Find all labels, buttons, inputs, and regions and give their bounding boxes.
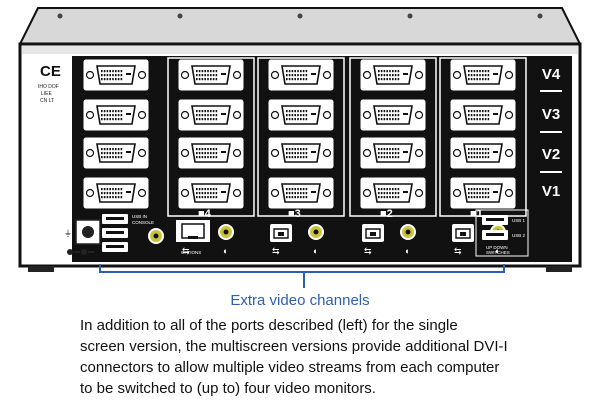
speaker-icon: ◖ — [312, 246, 317, 256]
chassis-upper-strip — [22, 46, 578, 54]
computer-port-group — [349, 57, 437, 217]
usb-a-port[interactable] — [482, 215, 508, 225]
callout-bracket-line — [99, 264, 505, 273]
console-dvi-port[interactable] — [83, 99, 149, 131]
cert-text: IHO DOF LIEE CN LT — [38, 84, 59, 104]
power-jack-hole — [82, 226, 94, 238]
usb-out-label: USB 1 — [512, 218, 526, 223]
monitor-labels: V4 V3 V2 V1 — [540, 66, 562, 200]
dvi-connectors — [83, 57, 527, 217]
audio-jack[interactable] — [308, 224, 324, 240]
cert-line: CN LT — [40, 98, 54, 104]
console-dvi-port[interactable] — [83, 59, 149, 91]
description-line: In addition to all of the ports describe… — [80, 317, 458, 334]
usb-out-caption: UP DOWN — [486, 245, 508, 250]
computer-dvi-port[interactable] — [268, 99, 334, 131]
audio-jack[interactable] — [148, 228, 164, 244]
computer-dvi-port[interactable] — [450, 137, 516, 169]
power-area: ⏚ — [64, 219, 101, 255]
computer-port-group — [257, 57, 345, 217]
computer-dvi-port[interactable] — [360, 99, 426, 131]
usb-b-port[interactable] — [452, 224, 474, 242]
usb-out-label: USB 2 — [512, 233, 526, 238]
description-line: screen version, the multiscreen versions… — [80, 338, 508, 355]
usb-out-group — [475, 209, 529, 257]
computer-dvi-port[interactable] — [360, 137, 426, 169]
cert-line: LIEE — [41, 91, 53, 97]
computer-dvi-port[interactable] — [178, 59, 244, 91]
speaker-icon: ◖ — [222, 246, 227, 256]
monitor-label-v1: V1 — [542, 183, 560, 200]
lower-port-row: ■4⇆◖■3⇆◖■2⇆◖■1⇆◖USB INCONSOLEOPTIONSUSB … — [102, 208, 529, 257]
usb-icon: ⇆ — [182, 246, 190, 256]
speaker-icon: ◖ — [404, 246, 409, 256]
speaker-icon: ◖ — [494, 246, 499, 256]
computer-dvi-port[interactable] — [178, 99, 244, 131]
description-line: connectors to allow multiple video strea… — [80, 359, 500, 376]
rj45-port[interactable] — [176, 220, 210, 242]
usb-in-label: CONSOLE — [132, 220, 154, 225]
usb-icon: ⇆ — [454, 246, 462, 256]
callout-label: Extra video channels — [230, 292, 370, 309]
computer-dvi-port[interactable] — [268, 59, 334, 91]
cert-line: IHO DOF — [38, 84, 59, 90]
monitor-label-v3: V3 — [542, 106, 560, 123]
kvm-rear-panel: CE IHO DOF LIEE CN LT ■4⇆◖■3⇆◖■2⇆◖■1⇆◖US… — [18, 7, 582, 288]
computer-dvi-port[interactable] — [178, 177, 244, 209]
usb-icon: ⇆ — [272, 246, 280, 256]
power-symbol-icon: ⏚ — [64, 229, 72, 238]
usb-in-label: USB IN — [132, 214, 147, 219]
computer-dvi-port[interactable] — [450, 177, 516, 209]
computer-number-label: ■3 — [288, 208, 301, 220]
chassis-foot-left — [28, 266, 54, 272]
audio-jack[interactable] — [400, 224, 416, 240]
computer-dvi-port[interactable] — [450, 59, 516, 91]
usb-b-port[interactable] — [270, 224, 292, 242]
computer-number-label: ■4 — [198, 208, 212, 220]
usb-a-port[interactable] — [482, 230, 508, 240]
usb-a-port[interactable] — [102, 242, 128, 252]
usb-b-port[interactable] — [362, 224, 384, 242]
computer-dvi-port[interactable] — [268, 137, 334, 169]
computer-number-label: ■2 — [380, 208, 393, 220]
description-text: In addition to all of the ports describe… — [80, 315, 580, 399]
usb-out-caption: SWITCHES — [486, 250, 510, 255]
description-line: to be switched to (up to) four video mon… — [80, 380, 376, 397]
ce-mark: CE — [40, 63, 61, 80]
polarity-icon — [67, 249, 94, 255]
rj45-label: OPTIONS — [181, 250, 201, 255]
computer-dvi-port[interactable] — [450, 99, 516, 131]
monitor-label-v2: V2 — [542, 146, 560, 163]
usb-a-port[interactable] — [102, 228, 128, 238]
console-dvi-port[interactable] — [83, 177, 149, 209]
computer-dvi-port[interactable] — [360, 59, 426, 91]
lid-screws — [57, 13, 543, 19]
monitor-label-v4: V4 — [542, 66, 561, 83]
chassis-top-lid — [18, 7, 582, 45]
usb-icon: ⇆ — [364, 246, 372, 256]
chassis-foot-right — [546, 266, 572, 272]
usb-a-port[interactable] — [102, 214, 128, 224]
computer-port-group — [167, 57, 255, 217]
computer-dvi-port[interactable] — [360, 177, 426, 209]
computer-dvi-port[interactable] — [268, 177, 334, 209]
console-dvi-port[interactable] — [83, 137, 149, 169]
computer-dvi-port[interactable] — [178, 137, 244, 169]
audio-jack[interactable] — [218, 224, 234, 240]
